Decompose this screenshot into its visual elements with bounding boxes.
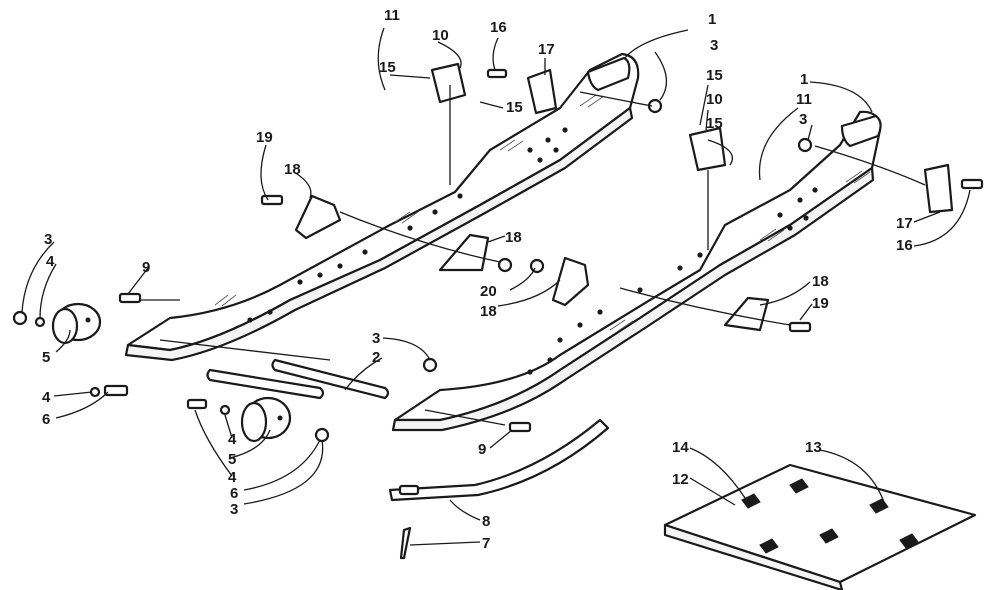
callout-12-track: 12: [672, 471, 689, 488]
callout-15-right-b: 15: [706, 115, 723, 132]
callout-6-center: 6: [230, 485, 238, 502]
callout-4-center-b: 4: [228, 469, 237, 486]
callout-3-upper: 3: [710, 37, 718, 54]
callout-10-right: 10: [706, 91, 723, 108]
wear-slide: [388, 418, 610, 560]
callout-19-upper: 19: [256, 129, 273, 146]
callout-9-center: 9: [478, 441, 486, 458]
spring-blocks: [430, 62, 954, 214]
callout-1-right: 1: [800, 71, 808, 88]
callout-20-center: 20: [480, 283, 497, 300]
callout-18-right: 18: [812, 273, 829, 290]
leader-lines: [21, 27, 971, 546]
callout-7-screw: 7: [482, 535, 490, 552]
callout-6-lower-left: 6: [42, 411, 50, 428]
callout-labels: 11 10 15 15 16 17 1 3 15 10 15 1 11 3 19…: [42, 7, 913, 552]
callout-13-track: 13: [805, 439, 822, 456]
callout-15-upper-left-a: 15: [379, 59, 396, 76]
callout-5-left: 5: [42, 349, 50, 366]
callout-4-left: 4: [46, 253, 55, 270]
callout-5-center: 5: [228, 451, 236, 468]
callout-16-right: 16: [896, 237, 913, 254]
callout-1-upper: 1: [708, 11, 716, 28]
callout-16-upper: 16: [490, 19, 507, 36]
callout-15-right-a: 15: [706, 67, 723, 84]
idler-wheel-left: [51, 302, 102, 345]
callout-18-center: 18: [505, 229, 522, 246]
small-hardware: [12, 68, 984, 443]
track-section: [663, 463, 977, 590]
callout-17-right: 17: [896, 215, 913, 232]
brackets: [294, 194, 770, 332]
callout-3-right: 3: [799, 111, 807, 128]
cross-shafts: [206, 358, 390, 400]
callout-15-upper-left-b: 15: [506, 99, 523, 116]
callout-4-center-a: 4: [228, 431, 237, 448]
callout-10-upper-left: 10: [432, 27, 449, 44]
callout-9-left: 9: [142, 259, 150, 276]
callout-18-upper-left: 18: [284, 161, 301, 178]
callout-19-right: 19: [812, 295, 829, 312]
callout-11-right: 11: [796, 91, 812, 108]
callout-3-center: 3: [372, 330, 380, 347]
callout-2-center: 2: [372, 349, 380, 366]
callout-14-track: 14: [672, 439, 689, 456]
callout-17-upper: 17: [538, 41, 555, 58]
callout-3-left: 3: [44, 231, 52, 248]
callout-11-upper-left: 11: [384, 7, 400, 24]
front-slide-rail: [391, 110, 882, 432]
idler-wheel-center: [240, 396, 292, 443]
callout-8-slide: 8: [482, 513, 490, 530]
rear-slide-rail: [124, 52, 640, 362]
callout-4-lower-left: 4: [42, 389, 51, 406]
callout-3-lower-center: 3: [230, 501, 238, 518]
callout-18-center-lower: 18: [480, 303, 497, 320]
